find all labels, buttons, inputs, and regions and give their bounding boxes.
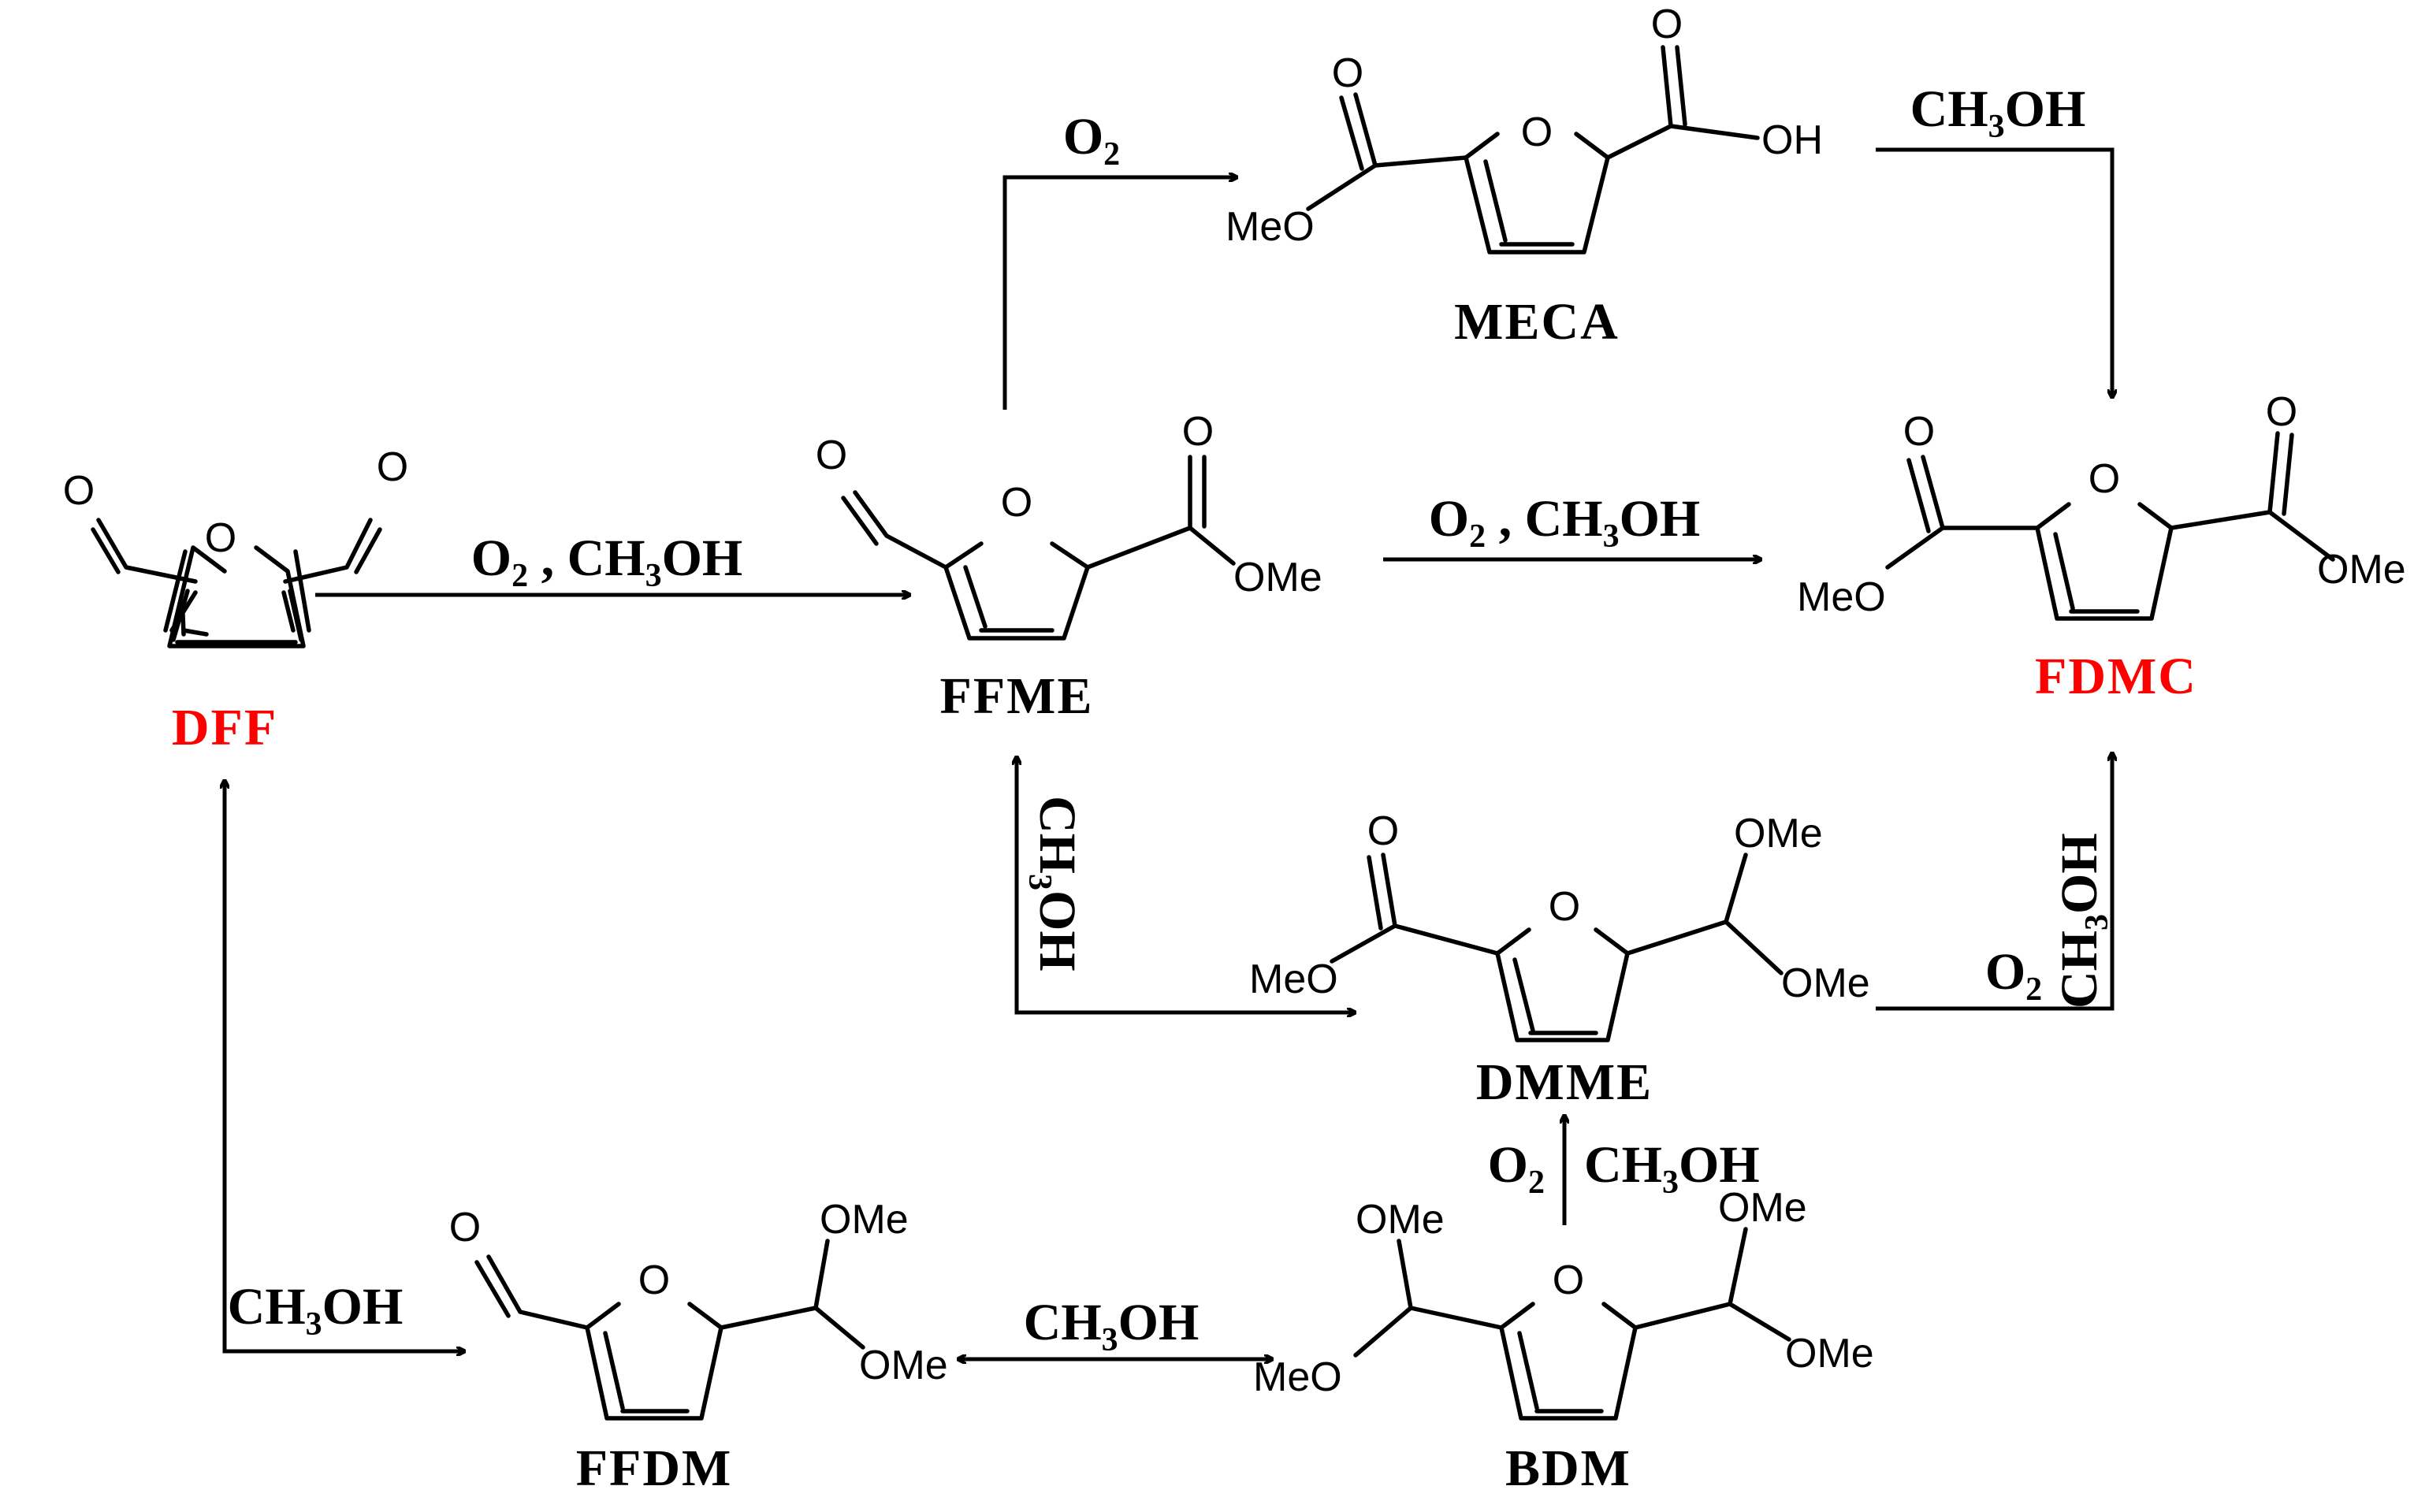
ome-ffdm-bottom: OMe [859, 1343, 948, 1388]
ring-oxygen-dmme: O [1549, 884, 1580, 930]
ome-fdmc: OMe [2317, 547, 2406, 593]
label-bdm: BDM [1505, 1440, 1631, 1497]
carbonyl-oxygen-fdmc-left: O [1903, 409, 1935, 455]
ome-bdm-left: OMe [1356, 1197, 1445, 1243]
ring-oxygen-ffme: O [1001, 480, 1032, 526]
ring-oxygen-dff: O [205, 515, 236, 561]
condition-meca-fdmc: CH3OH [1910, 80, 2086, 145]
meo-fdmc: MeO [1797, 574, 1886, 620]
label-ffdm: FFDM [576, 1440, 733, 1497]
molecule-dff: O O O DFF [63, 444, 408, 756]
cond-o: O [471, 529, 511, 587]
arrow-ffme-to-meca [1002, 177, 1237, 410]
label-ffme: FFME [940, 667, 1094, 725]
label-dmme: DMME [1476, 1053, 1653, 1111]
carbonyl-oxygen-meca-acid: O [1651, 2, 1683, 47]
label-meca: MECA [1454, 293, 1620, 351]
ring-oxygen-fdmc: O [2089, 456, 2120, 502]
carbonyl-oxygen-dmme: O [1367, 808, 1399, 854]
condition-ffme-fdmc: O2 , CH3OH [1429, 490, 1701, 555]
condition-ffme-dmme: CH3OH [1021, 796, 1086, 971]
meo-meca: MeO [1226, 204, 1315, 250]
arrow-dff-ffdm [225, 780, 465, 1351]
arrow-meca-to-fdmc [1876, 147, 2112, 398]
condition-dff-ffme: O2 , CH3OH [471, 529, 743, 594]
carbonyl-oxygen-meca-ester: O [1332, 50, 1363, 96]
molecule-meca: O O MeO O OH MECA [1226, 2, 1823, 351]
ome-ffdm-top: OMe [820, 1197, 909, 1243]
ring-oxygen-meca: O [1521, 110, 1553, 155]
molecule-ffme: O O O OMe FFME [816, 409, 1322, 725]
ome-dmme-top: OMe [1734, 811, 1823, 856]
meo-dmme: MeO [1249, 957, 1338, 1002]
condition-bdm-dmme-ch3oh: CH3OH [1584, 1136, 1760, 1201]
condition-bdm-dmme-o2: O2 [1488, 1136, 1545, 1201]
ome-dmme-bottom: OMe [1781, 960, 1870, 1006]
ring-oxygen-bdm: O [1553, 1258, 1584, 1303]
carbonyl-oxygen-dff-left: O [63, 468, 95, 514]
condition-dmme-fdmc-ch3oh: CH3OH [2051, 833, 2115, 1009]
ring-oxygen-ffdm: O [638, 1258, 670, 1303]
carbonyl-oxygen-fdmc-right: O [2266, 389, 2297, 435]
molecule-dmme: O O MeO OMe OMe DMME [1249, 808, 1870, 1111]
ome-bdm-right-top: OMe [1718, 1185, 1807, 1231]
carbonyl-oxygen-ffme-ald: O [816, 433, 847, 478]
arrow-ffme-dmme [1017, 756, 1356, 1012]
ome-ffme: OMe [1233, 555, 1322, 600]
molecule-bdm: O OMe MeO OMe OMe BDM [1253, 1185, 1874, 1497]
ome-bdm-right-bottom: OMe [1785, 1331, 1874, 1376]
label-fdmc: FDMC [2035, 648, 2197, 705]
meo-bdm: MeO [1253, 1354, 1342, 1400]
arrow-dmme-to-fdmc [1876, 752, 2112, 1011]
condition-dmme-fdmc-o2: O2 [1985, 943, 2042, 1008]
condition-dff-ffdm: CH3OH [228, 1278, 404, 1343]
carbonyl-oxygen-dff-right: O [377, 444, 408, 490]
condition-ffme-meca: O2 [1063, 108, 1120, 173]
molecule-ffdm: O O OMe OMe FFDM [449, 1197, 948, 1497]
label-dff: DFF [172, 699, 277, 756]
oh-meca: OH [1761, 117, 1823, 163]
condition-ffdm-bdm: CH3OH [1024, 1294, 1200, 1358]
carbonyl-oxygen-ffdm: O [449, 1205, 481, 1250]
carbonyl-oxygen-ffme-ester: O [1182, 409, 1214, 455]
molecule-fdmc: O O MeO O OMe FDMC [1797, 389, 2406, 705]
